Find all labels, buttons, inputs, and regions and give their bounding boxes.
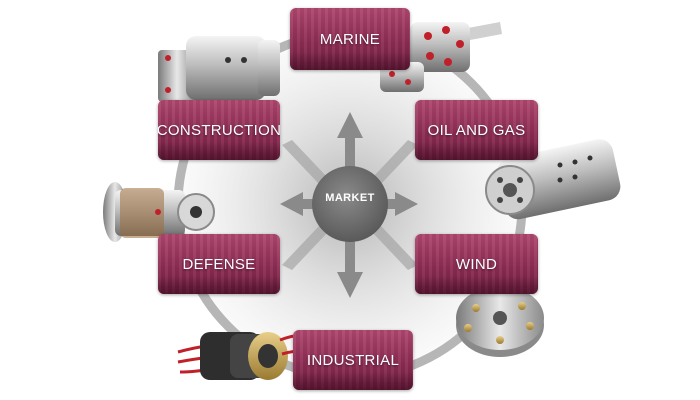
- arrow-diagonal-right: [372, 140, 418, 270]
- arrow-left: [280, 192, 320, 216]
- arrow-right: [380, 192, 418, 216]
- market-tile-defense[interactable]: DEFENSE: [158, 234, 280, 294]
- arrow-diagonal-left: [282, 140, 328, 270]
- market-tile-wind[interactable]: WIND: [415, 234, 538, 294]
- slip-ring-wired-icon: [177, 332, 317, 380]
- rotary-union-short-icon: [103, 182, 215, 242]
- market-label-marine: MARINE: [319, 30, 381, 48]
- arrow-up: [337, 112, 363, 175]
- hub-label: MARKET: [325, 192, 375, 204]
- slip-ring-wind-icon: [456, 286, 544, 357]
- market-label-defense: DEFENSE: [182, 255, 256, 273]
- market-label-industrial: INDUSTRIAL: [306, 351, 400, 369]
- market-tile-oil-and-gas[interactable]: OIL AND GAS: [415, 100, 538, 160]
- market-label-oil-and-gas: OIL AND GAS: [427, 121, 526, 139]
- market-label-construction: CONSTRUCTION: [158, 121, 280, 139]
- rotary-union-cylinder-icon: [158, 36, 280, 102]
- market-label-wind: WIND: [455, 255, 498, 273]
- market-tile-industrial[interactable]: INDUSTRIAL: [293, 330, 413, 390]
- market-hub: [312, 166, 388, 242]
- market-tile-marine[interactable]: MARINE: [290, 8, 410, 70]
- market-tile-construction[interactable]: CONSTRUCTION: [158, 100, 280, 160]
- arrow-down: [337, 235, 363, 298]
